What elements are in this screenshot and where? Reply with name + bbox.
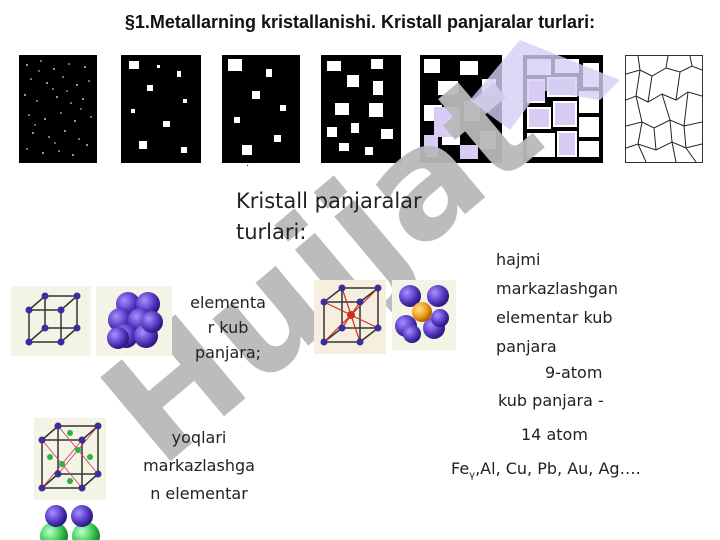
label-line: panjara <box>496 337 557 356</box>
bcc-label: hajmi markazlashgan elementar kub panjar… <box>496 245 618 361</box>
label-line: r kub <box>207 318 249 337</box>
label-line: markazlashga <box>143 456 255 475</box>
subtitle-line: turlari: <box>236 220 307 244</box>
label-line: yoqlari <box>171 428 227 447</box>
label-line: n elementar <box>150 484 248 503</box>
bcc-atom-count: 9-atom <box>545 363 603 382</box>
bcc-atoms-icon <box>392 280 456 350</box>
grain-structure-icon <box>625 55 703 163</box>
crystal-growth-2-icon <box>222 55 300 163</box>
subtitle-line: Kristall panjaralar <box>236 189 422 213</box>
bcc-lattice-icon <box>314 280 386 354</box>
crystal-growth-3-icon <box>321 55 401 163</box>
label-line: elementar kub <box>496 308 613 327</box>
lattice-type-label: kub panjara - <box>498 391 604 410</box>
fcc-atoms-icon <box>36 502 106 540</box>
metals-list: Feγ,Al, Cu, Pb, Au, Ag…. <box>451 459 641 481</box>
label-line: panjara; <box>194 343 262 362</box>
section-subtitle: Kristall panjaralar turlari: <box>236 186 422 248</box>
crystal-nuclei-icon <box>19 55 97 163</box>
crystal-growth-1-icon <box>121 55 201 163</box>
stray-dot: . <box>246 158 250 169</box>
simple-cubic-lattice-icon <box>11 286 91 356</box>
fcc-atom-count: 14 atom <box>521 425 588 444</box>
fcc-label: yoqlari markazlashga n elementar <box>128 424 270 508</box>
label-line: elementa <box>190 293 266 312</box>
label-line: markazlashgan <box>496 279 618 298</box>
slide-title: §1.Metallarning kristallanishi. Kristall… <box>124 12 596 32</box>
metal-fe: Fe <box>451 459 470 478</box>
label-line: hajmi <box>496 250 541 269</box>
crystal-growth-5-icon <box>523 55 603 163</box>
metal-others: ,Al, Cu, Pb, Au, Ag…. <box>475 459 641 478</box>
simple-cubic-label: elementa r kub panjara; <box>178 290 278 365</box>
fcc-lattice-icon <box>34 418 106 500</box>
crystal-growth-4-icon <box>420 55 502 163</box>
gamma-subscript: γ <box>469 470 476 482</box>
simple-cubic-atoms-icon <box>96 286 172 356</box>
